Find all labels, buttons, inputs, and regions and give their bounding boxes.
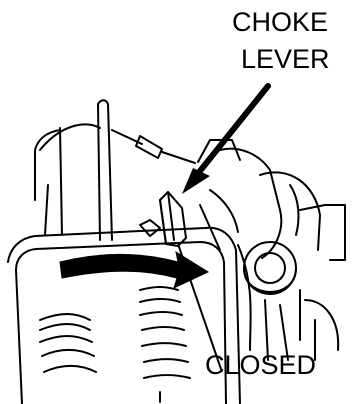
choke-lever-label-line1: CHOKE xyxy=(232,7,328,37)
closed-label: CLOSED xyxy=(205,350,316,380)
closed-direction-arrow xyxy=(60,252,208,288)
choke-lever-label-line2: LEVER xyxy=(241,44,330,74)
choke-lever-pointer xyxy=(182,86,268,194)
